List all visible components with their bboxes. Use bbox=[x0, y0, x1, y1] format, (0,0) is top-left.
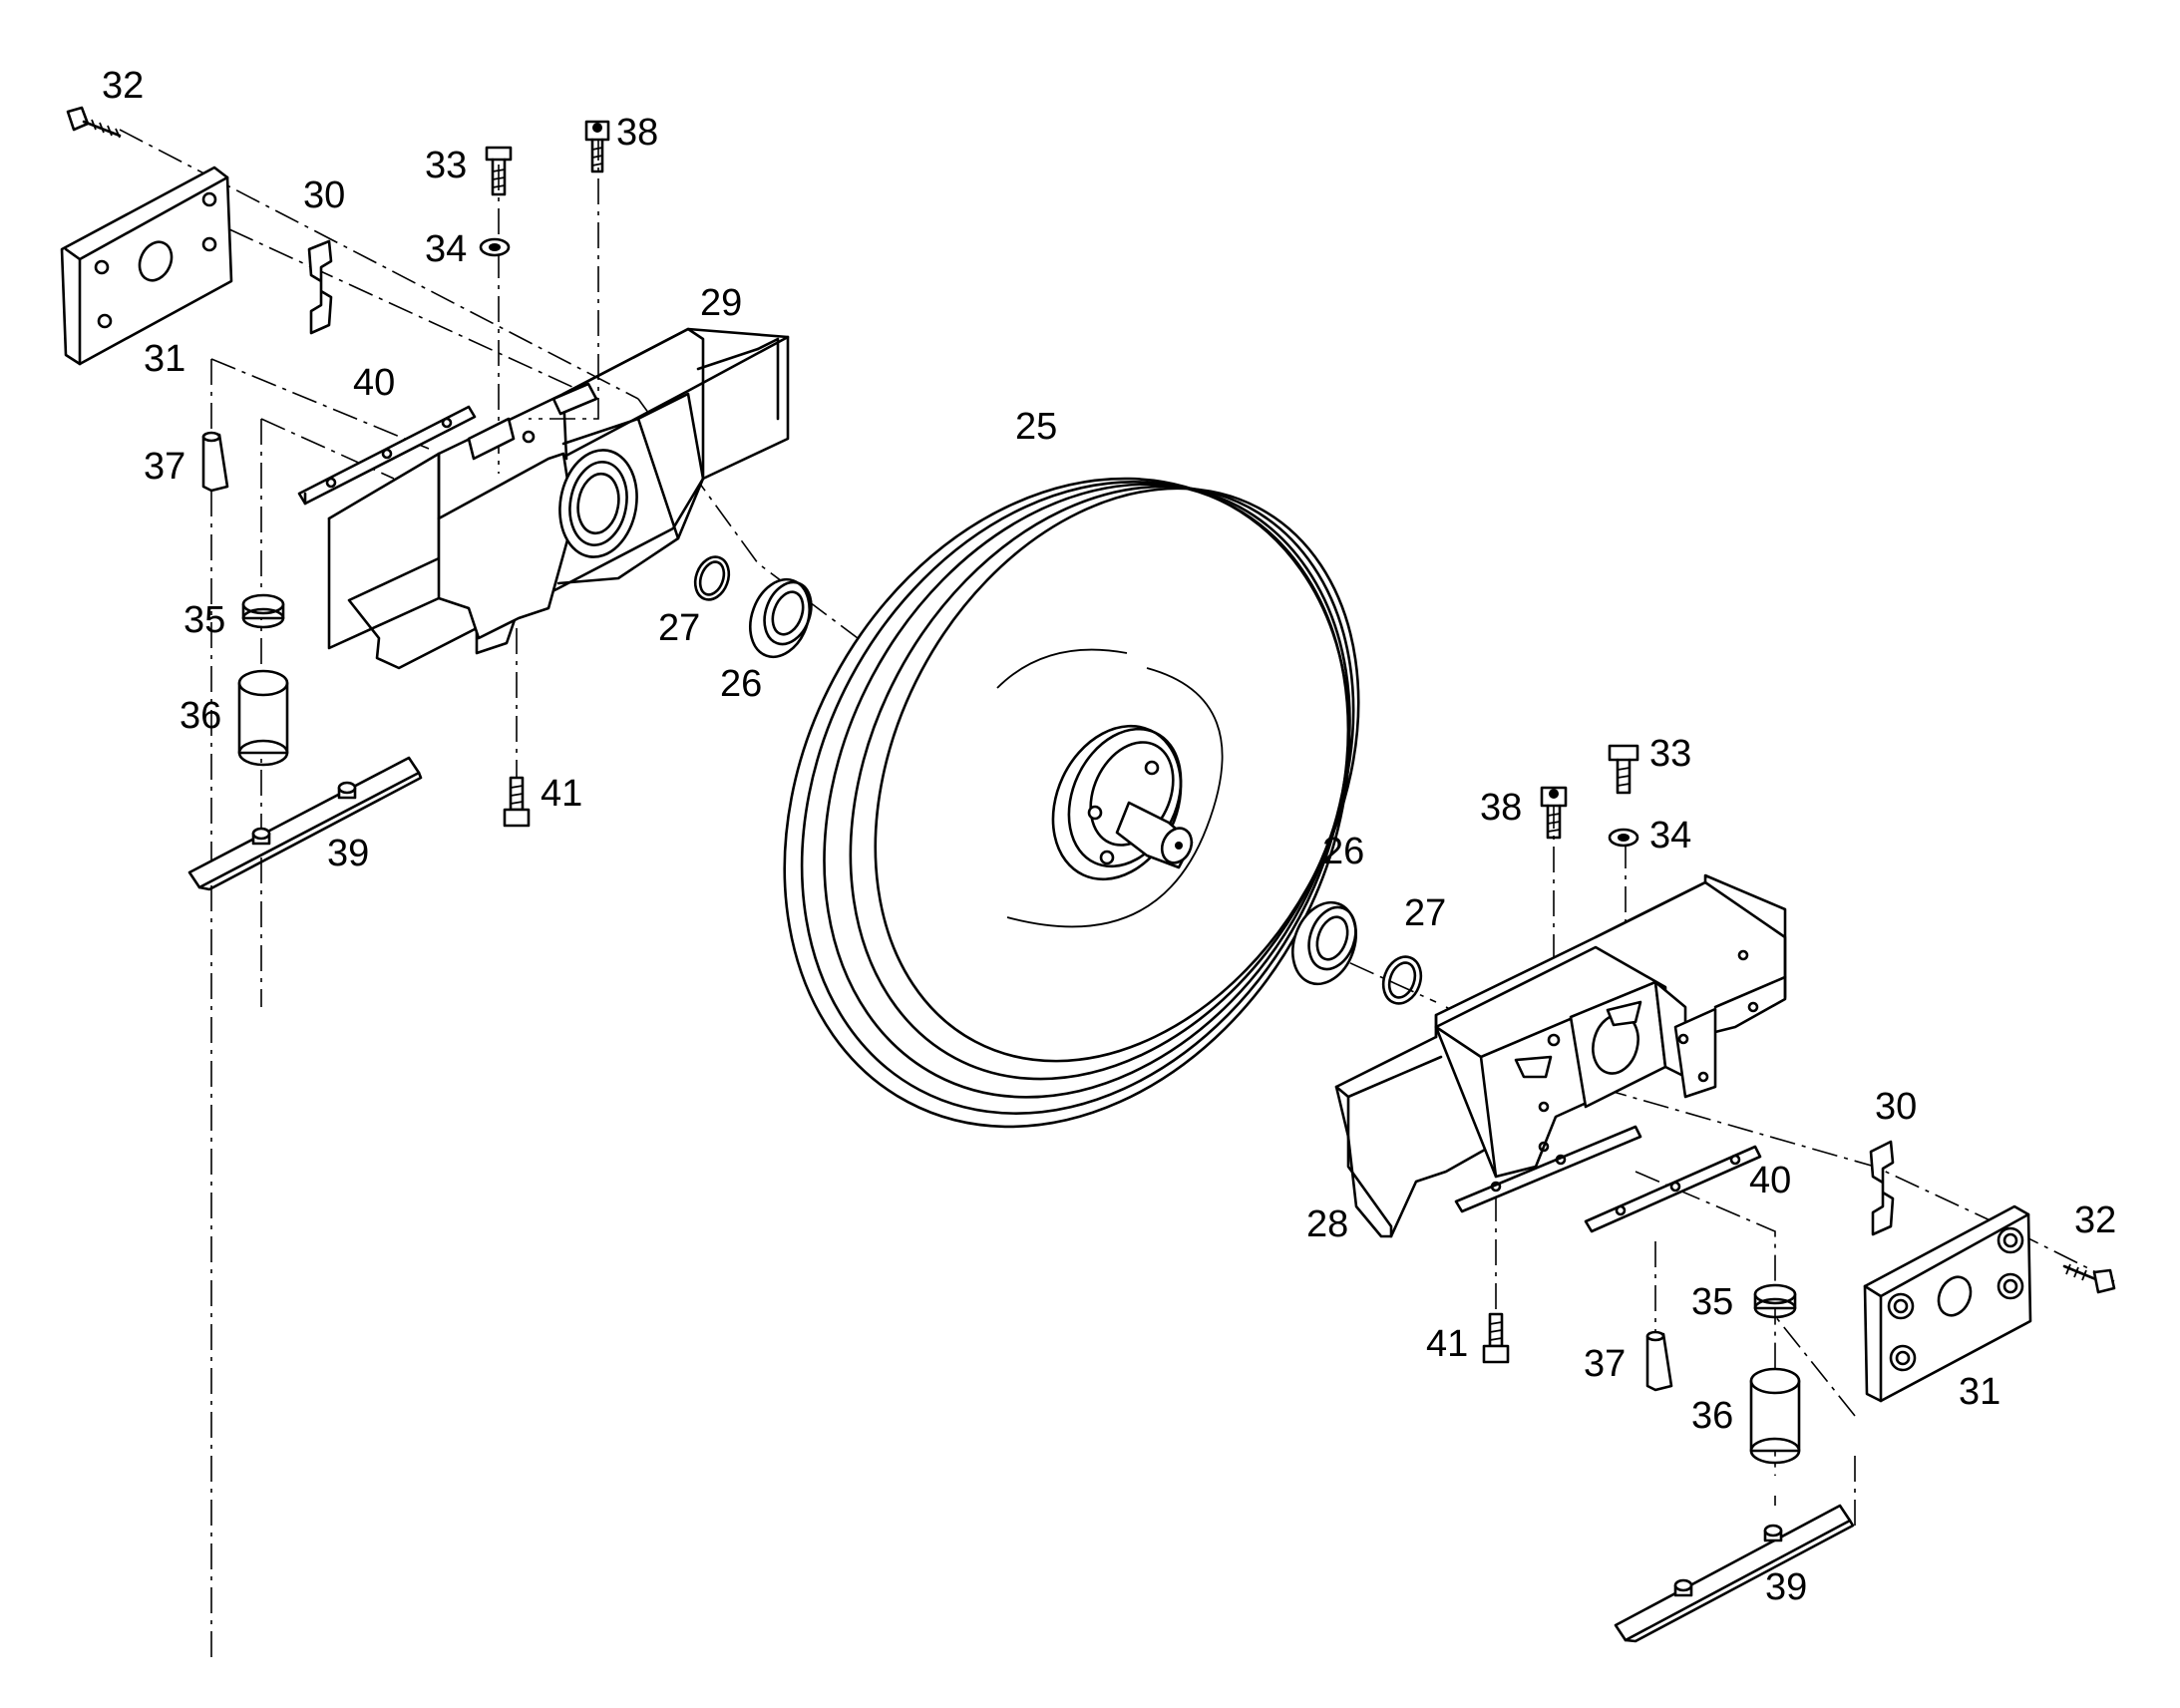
callout-27-right: 27 bbox=[1404, 892, 1446, 934]
oring-right-27 bbox=[1381, 955, 1423, 1005]
callout-31-right: 31 bbox=[1959, 1371, 2000, 1413]
callout-26-left: 26 bbox=[720, 663, 762, 705]
bolt-right-41 bbox=[1482, 1312, 1510, 1364]
pin-left-37 bbox=[201, 431, 229, 493]
shim-right-30 bbox=[1869, 1140, 1895, 1236]
bolt-left-41 bbox=[503, 776, 531, 828]
callout-40-left: 40 bbox=[353, 362, 395, 404]
plate-left-31 bbox=[60, 166, 233, 366]
cap-right-35 bbox=[1753, 1283, 1797, 1319]
callout-29: 29 bbox=[700, 282, 742, 324]
oring-left-27 bbox=[693, 555, 731, 601]
callout-30-right: 30 bbox=[1875, 1086, 1917, 1128]
bolt-right-33 bbox=[1608, 744, 1639, 795]
callout-33-left: 33 bbox=[425, 145, 467, 186]
callout-37-left: 37 bbox=[144, 446, 185, 488]
callout-36-left: 36 bbox=[180, 695, 221, 737]
callout-38-left: 38 bbox=[616, 112, 658, 154]
callout-26-right: 26 bbox=[1322, 831, 1364, 872]
callout-37-right: 37 bbox=[1584, 1343, 1626, 1385]
callout-25: 25 bbox=[1015, 406, 1057, 448]
plate-left-39 bbox=[187, 756, 423, 891]
callout-36-right: 36 bbox=[1691, 1395, 1733, 1437]
callout-39-right: 39 bbox=[1765, 1566, 1807, 1608]
strip-left-40 bbox=[297, 405, 477, 506]
bolt-right-32 bbox=[2062, 1263, 2116, 1294]
callout-32-right: 32 bbox=[2074, 1199, 2116, 1241]
callout-35-right: 35 bbox=[1691, 1281, 1733, 1323]
callout-28: 28 bbox=[1306, 1203, 1348, 1245]
washer-right-34 bbox=[1608, 828, 1639, 848]
cap-left-35 bbox=[241, 593, 285, 629]
callout-38-right: 38 bbox=[1480, 787, 1522, 829]
callout-41-left: 41 bbox=[541, 773, 582, 815]
callout-34-right: 34 bbox=[1649, 815, 1691, 856]
plate-right-31 bbox=[1863, 1204, 2032, 1403]
pin-right-37 bbox=[1645, 1330, 1673, 1392]
callout-30-left: 30 bbox=[303, 174, 345, 216]
callout-40-right: 40 bbox=[1749, 1160, 1791, 1201]
plate-right-39 bbox=[1614, 1504, 1855, 1643]
shim-left-30 bbox=[307, 239, 333, 335]
callout-41-right: 41 bbox=[1426, 1323, 1468, 1365]
seal-left-26 bbox=[749, 577, 813, 659]
callout-34-left: 34 bbox=[425, 228, 467, 270]
washer-left-34 bbox=[479, 237, 511, 257]
bolt-left-33 bbox=[485, 146, 513, 196]
callout-32-left: 32 bbox=[102, 65, 144, 107]
bushing-right-36 bbox=[1749, 1367, 1801, 1465]
socket-bolt-left-38 bbox=[584, 120, 610, 173]
callout-39-left: 39 bbox=[327, 833, 369, 874]
callout-31-left: 31 bbox=[144, 338, 185, 380]
bolt-left-32 bbox=[66, 106, 122, 139]
bushing-left-36 bbox=[237, 669, 289, 767]
wheel-hub bbox=[1051, 724, 1194, 881]
bracket-left-29 bbox=[327, 327, 790, 670]
seal-right-26 bbox=[1291, 900, 1357, 986]
bracket-right-28 bbox=[1334, 873, 1787, 1238]
callout-labels: 32 33 38 30 34 29 31 40 37 25 35 27 36 2… bbox=[102, 65, 2116, 1608]
callout-35-left: 35 bbox=[183, 599, 225, 641]
strip-right-40 bbox=[1454, 1125, 1762, 1233]
callout-33-right: 33 bbox=[1649, 733, 1691, 775]
callout-27-left: 27 bbox=[658, 607, 700, 649]
socket-bolt-right-38 bbox=[1540, 786, 1568, 840]
